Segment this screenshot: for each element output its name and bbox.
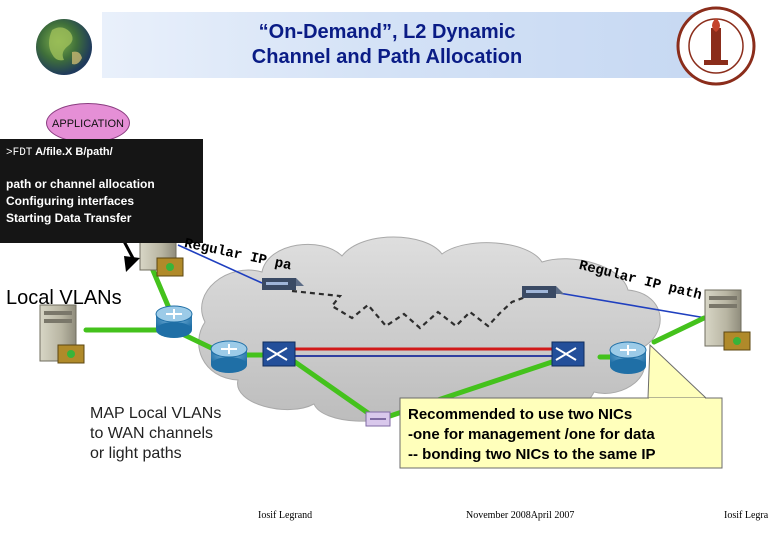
map-text-line: to WAN channels <box>90 425 214 442</box>
server-right-icon <box>704 289 751 351</box>
footer-author-right: Iosif Legra <box>724 510 769 521</box>
title-line-1: “On-Demand”, L2 Dynamic <box>258 21 516 43</box>
terminal-step: path or channel allocation <box>6 177 155 191</box>
title-line-2: Channel and Path Allocation <box>251 46 523 68</box>
terminal-command-line: >FDT A/file.X B/path/ <box>6 146 113 159</box>
callout-text: Recommended to use two NICs -one for man… <box>408 405 656 465</box>
caltech-seal-logo <box>676 6 756 86</box>
map-text-line: or light paths <box>90 445 182 462</box>
footer-author-left: Iosif Legrand <box>258 510 313 521</box>
router-left-bottom-icon <box>210 340 248 373</box>
terminal-box <box>0 139 203 243</box>
regular-ip-path-links <box>177 244 707 330</box>
server-bottom-left-icon <box>39 304 85 364</box>
callout-line: Recommended to use two NICs <box>408 406 633 423</box>
terminal-step: Configuring interfaces <box>6 194 135 208</box>
router-right-icon <box>609 341 647 374</box>
terminal-prompt: >FDT <box>6 147 33 159</box>
terminal-command: A/file.X B/path/ <box>35 146 113 158</box>
slide-title: “On-Demand”, L2 Dynamic Channel and Path… <box>102 20 672 70</box>
footer-date: November 2008April 2007 <box>466 510 575 521</box>
optical-switch-left-icon <box>262 341 296 367</box>
map-text-line: MAP Local VLANs <box>90 405 222 422</box>
application-label: APPLICATION <box>52 118 124 130</box>
application-bubble <box>46 103 130 143</box>
optical-node-icon <box>365 411 391 427</box>
title-banner <box>102 12 714 78</box>
callout-bubble <box>399 343 723 469</box>
ip-router-left-icon <box>262 278 304 290</box>
map-vlans-text: MAP Local VLANs to WAN channels or light… <box>90 404 221 464</box>
light-path <box>293 347 554 357</box>
local-vlans-label: Local VLANs <box>6 287 122 309</box>
callout-line: -- bonding two NICs to the same IP <box>408 446 656 463</box>
terminal-step: Starting Data Transfer <box>6 211 132 225</box>
router-left-top-icon <box>155 305 193 338</box>
earth-logo <box>36 19 92 75</box>
ip-router-right-icon <box>522 286 564 298</box>
optical-switch-right-icon <box>551 341 585 367</box>
callout-line: -one for management /one for data <box>408 426 655 443</box>
